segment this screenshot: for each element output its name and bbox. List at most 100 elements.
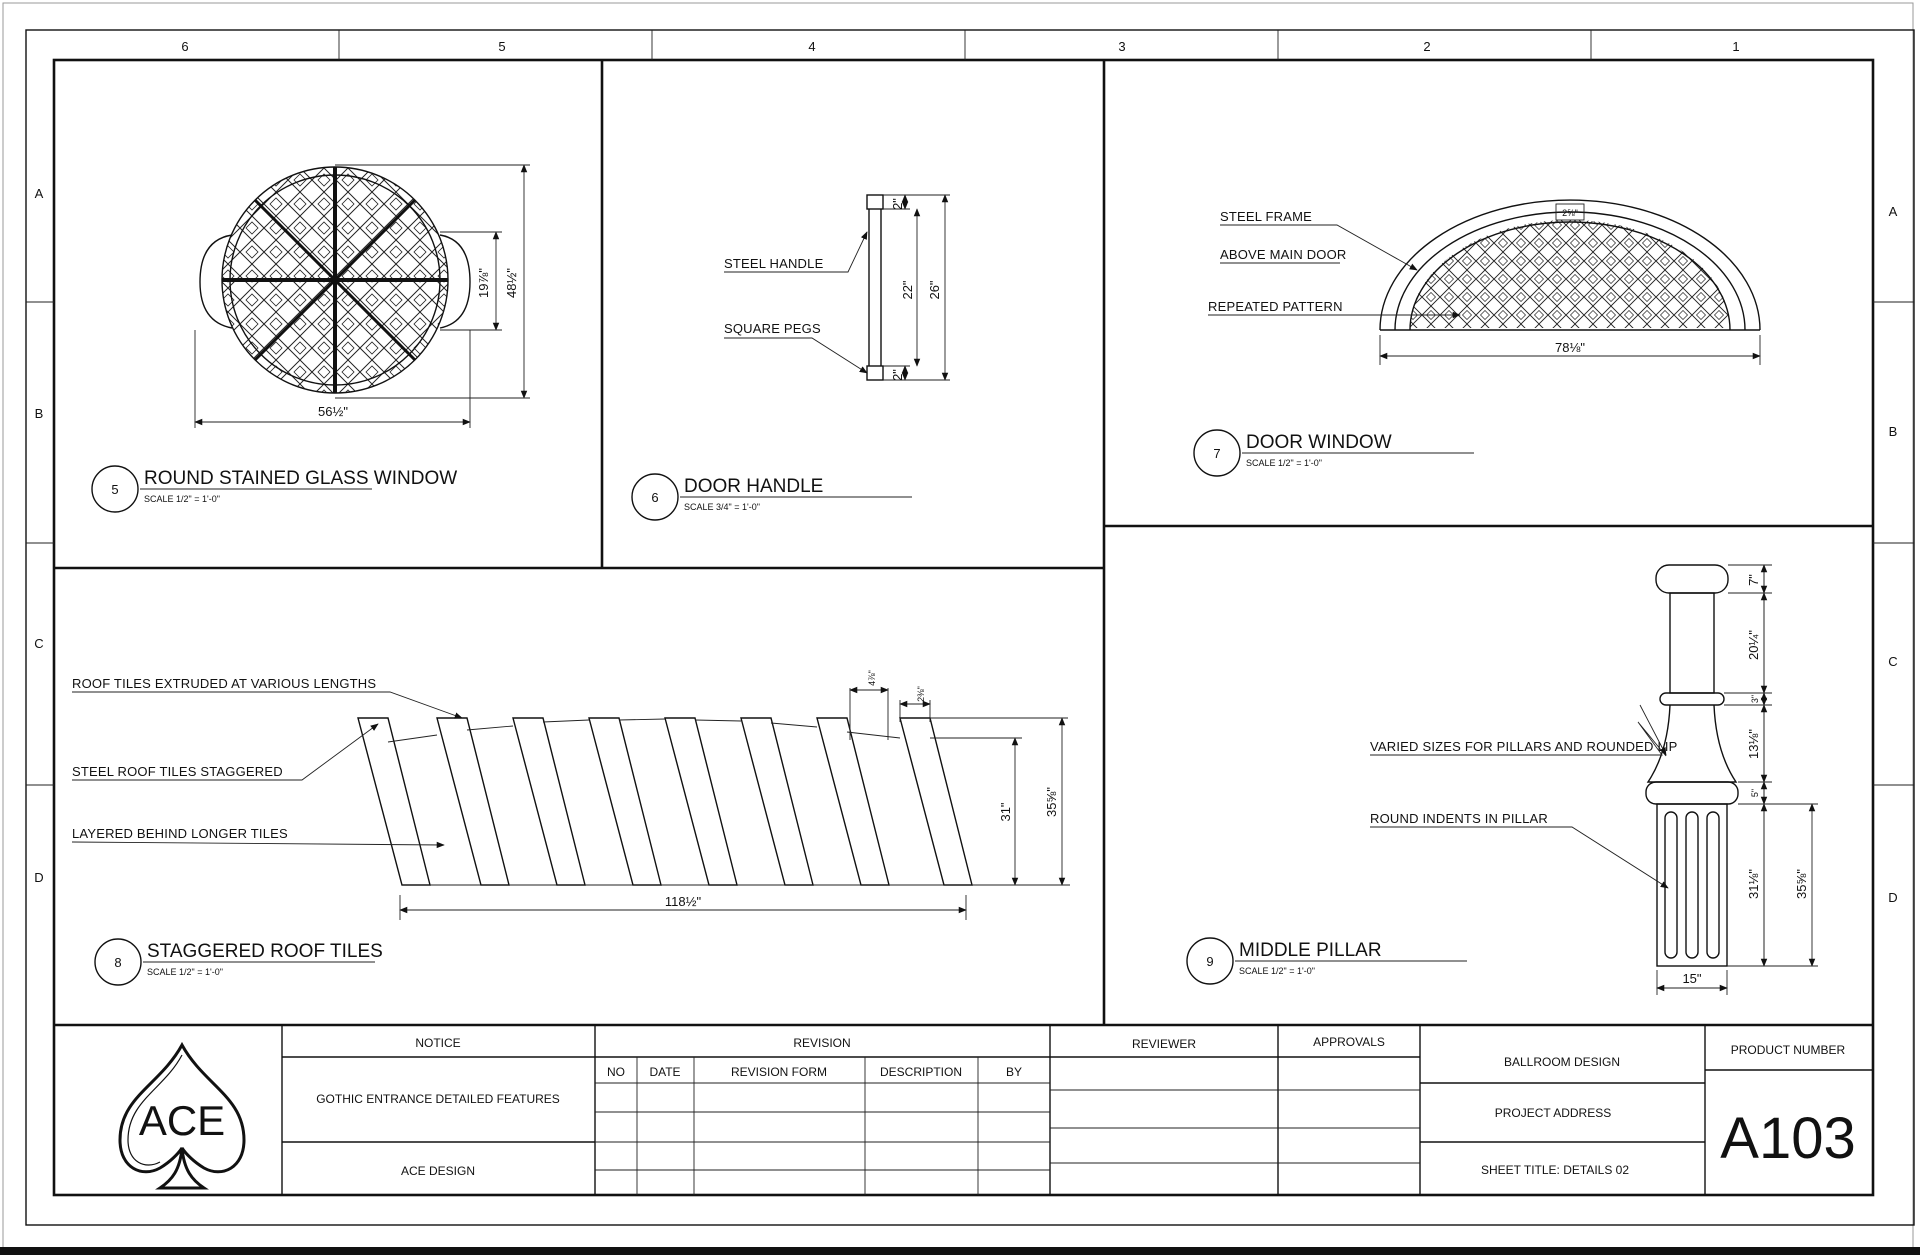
detail-title-9: MIDDLE PILLAR (1239, 940, 1382, 961)
dim-pillar-cap: 7" (1746, 574, 1761, 586)
grid-row-d-right: D (1888, 890, 1897, 905)
grid-row-b-right: B (1889, 424, 1898, 439)
dim-pillar-width: 15" (1682, 971, 1701, 986)
grid-row-a-left: A (35, 186, 44, 201)
handle-bottom-peg (866, 365, 884, 381)
detail-number-9: 9 (1206, 954, 1213, 969)
dim-roof-height-inner: 31" (998, 802, 1013, 821)
pillar-ring (1659, 692, 1725, 706)
dim-pillar-neck: 13⅛" (1746, 729, 1761, 759)
label-steel-frame: STEEL FRAME (1220, 209, 1312, 224)
dim-handle-grip: 22" (900, 280, 915, 299)
grid-col-2: 2 (1423, 39, 1430, 54)
detail-door-handle: 2" 22" 26" 2" STEEL HANDLE SQUARE PEGS 6… (631, 194, 950, 521)
revision-header: REVISION (793, 1036, 850, 1050)
pillar-indent-left (1664, 811, 1678, 959)
detail-middle-pillar: 7" 20¼" 3" 13⅛" 5" 31⅛" 35⅝" 15" VARIED … (1186, 564, 1818, 995)
detail-number-5: 5 (111, 482, 118, 497)
product-number-header: PRODUCT NUMBER (1731, 1043, 1846, 1057)
detail-title-5: ROUND STAINED GLASS WINDOW (144, 468, 457, 489)
detail-bubble-5 (91, 465, 139, 513)
revision-col-form: REVISION FORM (731, 1065, 827, 1079)
detail-number-8: 8 (114, 955, 121, 970)
label-above-main-door: ABOVE MAIN DOOR (1220, 247, 1347, 262)
pillar-indent-center (1685, 811, 1699, 959)
dim-pillar-ring: 3" (1750, 695, 1760, 703)
pillar-indent-right (1706, 811, 1720, 959)
product-number: A103 (1720, 1106, 1855, 1171)
roof-tiles (357, 717, 973, 886)
detail-scale-8: SCALE 1/2" = 1'-0" (147, 967, 223, 977)
grid-row-b-left: B (35, 406, 44, 421)
detail-door-window: 2⅝" 78⅛" STEEL FRAME ABOVE MAIN DOOR REP… (1193, 199, 1761, 477)
detail-scale-9: SCALE 1/2" = 1'-0" (1239, 966, 1315, 976)
revision-col-by: BY (1006, 1065, 1022, 1079)
notice-line-1: GOTHIC ENTRANCE DETAILED FEATURES (316, 1092, 560, 1106)
label-roof-extruded: ROOF TILES EXTRUDED AT VARIOUS LENGTHS (72, 676, 376, 691)
grid-row-d-left: D (34, 870, 43, 885)
label-repeated-pattern: REPEATED PATTERN (1208, 299, 1343, 314)
pillar-lower-shaft (1656, 803, 1728, 967)
dim-door-window-frame: 2⅝" (1562, 208, 1578, 218)
detail-scale-5: SCALE 1/2" = 1'-0" (144, 494, 220, 504)
grid-col-5: 5 (498, 39, 505, 54)
label-pillar-varied-sizes: VARIED SIZES FOR PILLARS AND ROUNDED LIP (1370, 739, 1678, 754)
dim-door-window-width: 78⅛" (1555, 340, 1585, 355)
handle-top-peg (866, 194, 884, 210)
grid-row-a-right: A (1889, 204, 1898, 219)
dim-pillar-lower-shaft: 31⅛" (1746, 869, 1761, 899)
grid-col-1: 1 (1732, 39, 1739, 54)
dim-roof-height-outer: 35⅝" (1044, 787, 1059, 817)
notice-line-2: ACE DESIGN (401, 1164, 475, 1178)
grid-col-4: 4 (808, 39, 815, 54)
dim-window-height: 48½" (504, 268, 519, 298)
grid-rows: A B C D A B C D (26, 186, 1914, 905)
approvals-header: APPROVALS (1313, 1035, 1385, 1049)
detail-scale-7: SCALE 1/2" = 1'-0" (1246, 458, 1322, 468)
detail-number-7: 7 (1213, 446, 1220, 461)
dim-roof-width: 118½" (665, 894, 702, 909)
detail-staggered-roof-tiles: 118½" 31" 35⅝" 4⅞" 2⅜" ROOF TILES EXTRUD… (71, 670, 1070, 986)
detail-round-stained-glass-window: 56½" 19⅞" 48½" 5 ROUND STAINED GLASS WIN… (91, 164, 530, 513)
dim-pillar-lip: 5" (1750, 789, 1760, 797)
grid-col-6: 6 (181, 39, 188, 54)
revision-col-date: DATE (649, 1065, 680, 1079)
title-block: ACE NOTICE GOTHIC ENTRANCE DETAILED FEAT… (118, 1025, 1873, 1195)
detail-title-8: STAGGERED ROOF TILES (147, 941, 383, 962)
dim-pillar-upper-shaft: 20¼" (1746, 630, 1761, 660)
label-square-pegs: SQUARE PEGS (724, 321, 821, 336)
grid-columns: 6 5 4 3 2 1 (181, 30, 1740, 60)
label-roof-layered: LAYERED BEHIND LONGER TILES (72, 826, 288, 841)
dim-pillar-base-total: 35⅝" (1794, 869, 1809, 899)
detail-title-7: DOOR WINDOW (1246, 432, 1392, 453)
sheet-title: SHEET TITLE: DETAILS 02 (1481, 1163, 1629, 1177)
revision-col-no: NO (607, 1065, 625, 1079)
dim-roof-tile-gap: 2⅜" (916, 686, 926, 702)
notice-header: NOTICE (415, 1036, 460, 1050)
detail-title-6: DOOR HANDLE (684, 476, 823, 497)
dim-window-inner-height: 19⅞" (476, 268, 491, 298)
ace-logo (118, 1041, 246, 1190)
label-pillar-round-indents: ROUND INDENTS IN PILLAR (1370, 811, 1548, 826)
project-address: PROJECT ADDRESS (1495, 1106, 1611, 1120)
pillar-cap (1655, 564, 1729, 594)
project-name: BALLROOM DESIGN (1504, 1055, 1620, 1069)
logo-text: ACE (139, 1097, 225, 1144)
label-roof-staggered: STEEL ROOF TILES STAGGERED (72, 764, 283, 779)
detail-bubble-6 (631, 473, 679, 521)
detail-scale-6: SCALE 3/4" = 1'-0" (684, 502, 760, 512)
grid-row-c-right: C (1888, 654, 1897, 669)
revision-col-description: DESCRIPTION (880, 1065, 962, 1079)
detail-bubble-9 (1186, 937, 1234, 985)
pillar-upper-shaft (1669, 592, 1715, 694)
detail-number-6: 6 (651, 490, 658, 505)
grid-row-c-left: C (34, 636, 43, 651)
dim-roof-tile-offset: 4⅞" (867, 670, 877, 686)
pillar-lip (1645, 781, 1739, 805)
reviewer-header: REVIEWER (1132, 1037, 1196, 1051)
arch-outer-frame (1379, 199, 1761, 331)
dim-window-width: 56½" (318, 404, 348, 419)
drawing-area-border (52, 58, 1875, 1197)
dim-handle-top-peg: 2" (890, 198, 905, 210)
